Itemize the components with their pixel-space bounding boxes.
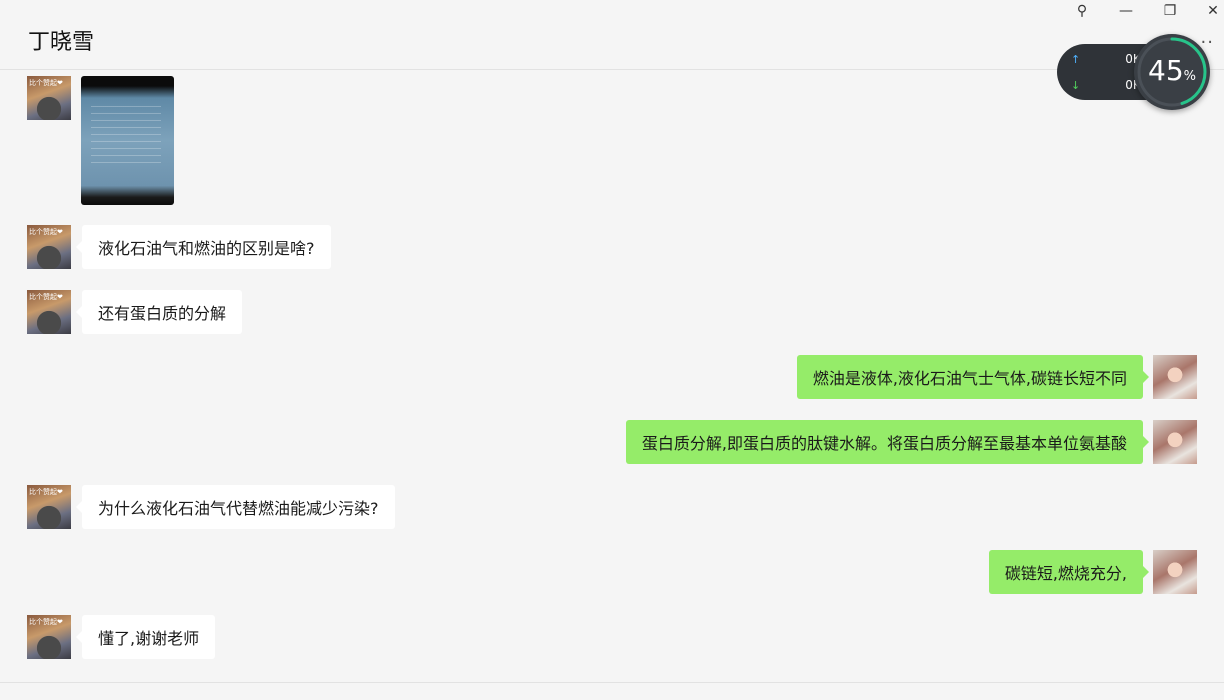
chat-title: 丁晓雪 — [28, 30, 95, 55]
restore-button[interactable]: ❐ — [1163, 3, 1177, 19]
contact-avatar[interactable]: 比个赞起❤ — [27, 615, 71, 659]
avatar-caption: 比个赞起❤ — [29, 488, 63, 496]
upload-arrow-icon: ↑ — [1071, 52, 1081, 66]
message-bubble-sent[interactable]: 燃油是液体,液化石油气士气体,碳链长短不同 — [796, 355, 1150, 399]
close-button[interactable]: ✕ — [1207, 3, 1219, 19]
my-avatar[interactable] — [1153, 355, 1197, 399]
download-arrow-icon: ↓ — [1071, 78, 1081, 92]
avatar-caption: 比个赞起❤ — [29, 79, 63, 87]
message-bubble-sent[interactable]: 蛋白质分解,即蛋白质的肽键水解。将蛋白质分解至最基本单位氨基酸 — [625, 420, 1150, 464]
message-bubble-received[interactable]: 懂了,谢谢老师 — [75, 615, 216, 659]
contact-avatar[interactable]: 比个赞起❤ — [27, 76, 71, 120]
avatar-caption: 比个赞起❤ — [29, 618, 63, 626]
gauge-percent-sign: % — [1183, 69, 1196, 84]
image-content — [91, 106, 161, 166]
my-avatar[interactable] — [1153, 550, 1197, 594]
my-avatar[interactable] — [1153, 420, 1197, 464]
message-bubble-received[interactable]: 液化石油气和燃油的区别是啥? — [76, 225, 331, 269]
message-bubble-received[interactable]: 为什么液化石油气代替燃油能减少污染? — [76, 485, 395, 529]
pin-icon[interactable]: ⚲ — [1076, 3, 1088, 19]
avatar-caption: 比个赞起❤ — [29, 293, 63, 301]
avatar-caption: 比个赞起❤ — [29, 228, 63, 236]
gauge-percent: 45 — [1148, 54, 1184, 87]
contact-avatar[interactable]: 比个赞起❤ — [27, 290, 71, 334]
message-bubble-received[interactable]: 还有蛋白质的分解 — [75, 290, 243, 334]
input-divider — [0, 682, 1224, 683]
minimize-button[interactable]: — — [1119, 3, 1133, 19]
more-options-icon[interactable]: ·· — [1200, 32, 1214, 53]
contact-avatar[interactable]: 比个赞起❤ — [27, 225, 71, 269]
message-bubble-sent[interactable]: 碳链短,燃烧充分, — [988, 550, 1150, 594]
contact-avatar[interactable]: 比个赞起❤ — [27, 485, 71, 529]
gauge-value: 45% — [1134, 54, 1210, 87]
title-bar: 丁晓雪 — [0, 0, 1224, 70]
memory-usage-gauge[interactable]: 45% — [1134, 34, 1210, 110]
gauge-ring — [1137, 37, 1207, 107]
image-message[interactable] — [81, 76, 174, 205]
